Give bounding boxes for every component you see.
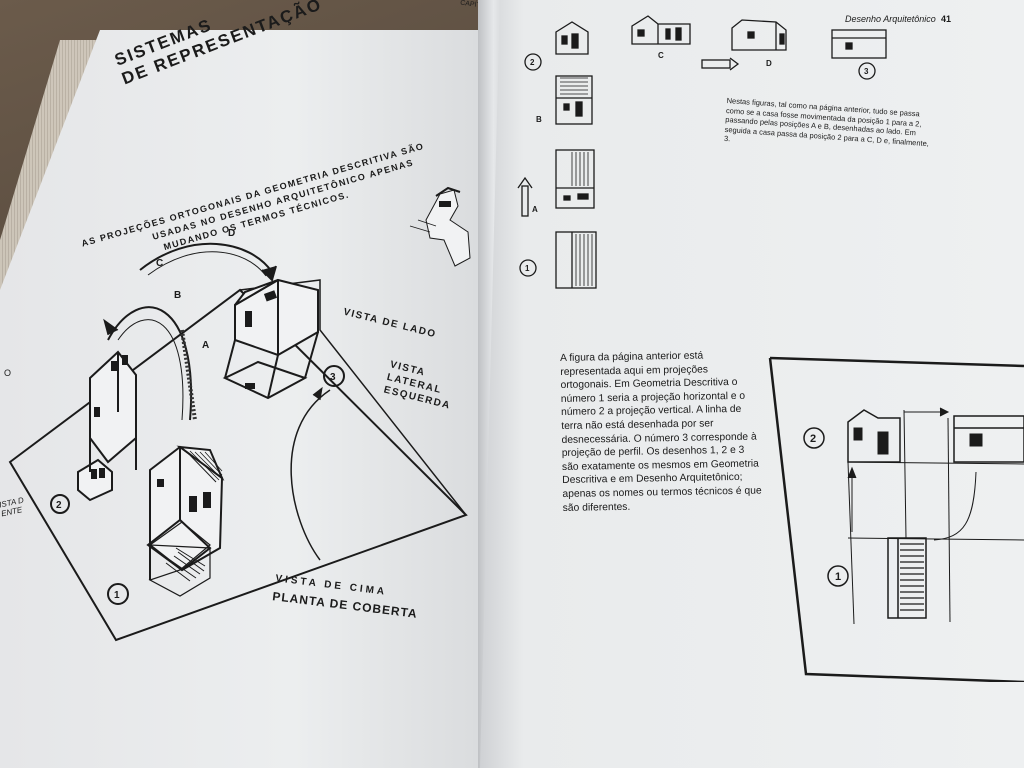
seq-letter-a: A: [532, 205, 538, 214]
right-page: [480, 0, 1024, 768]
seq-letter-d: D: [766, 59, 772, 68]
seq-num-3: 3: [864, 67, 869, 76]
diagram-num-1: 1: [835, 571, 841, 583]
ground-plane: [8, 288, 468, 642]
left-page: [0, 30, 490, 768]
page-number: 41: [941, 14, 952, 24]
sequence-sketches: 2 C D 3 B A 1: [517, 15, 887, 289]
seq-letter-b: B: [536, 115, 542, 124]
seq-letter-c: C: [658, 51, 664, 60]
letter-c: C: [156, 258, 163, 269]
seq-num-2: 2: [530, 58, 535, 67]
circle-2-label: 2: [56, 500, 62, 511]
seq-num-1: 1: [525, 264, 530, 273]
running-head: Desenho Arquitetônico: [845, 14, 936, 24]
diagram-num-2: 2: [810, 433, 816, 445]
letter-d: D: [228, 228, 235, 239]
circle-3-label: 3: [330, 372, 336, 383]
letter-b: B: [174, 290, 181, 301]
body-text: A figura da página anterior está represe…: [560, 349, 763, 516]
circle-1-label: 1: [114, 590, 120, 601]
body-paragraph: A figura da página anterior está represe…: [560, 350, 762, 514]
seq-house-2: [555, 21, 589, 55]
edge-fragment: O: [4, 368, 12, 378]
circle-3: [323, 365, 345, 387]
circle-2: [50, 494, 70, 514]
letter-a: A: [202, 340, 209, 351]
circle-1: [107, 583, 129, 605]
orthographic-diagram: 2 1: [768, 356, 1024, 682]
isometric-house-drawing: 1 2 3 A B C D: [8, 186, 471, 642]
